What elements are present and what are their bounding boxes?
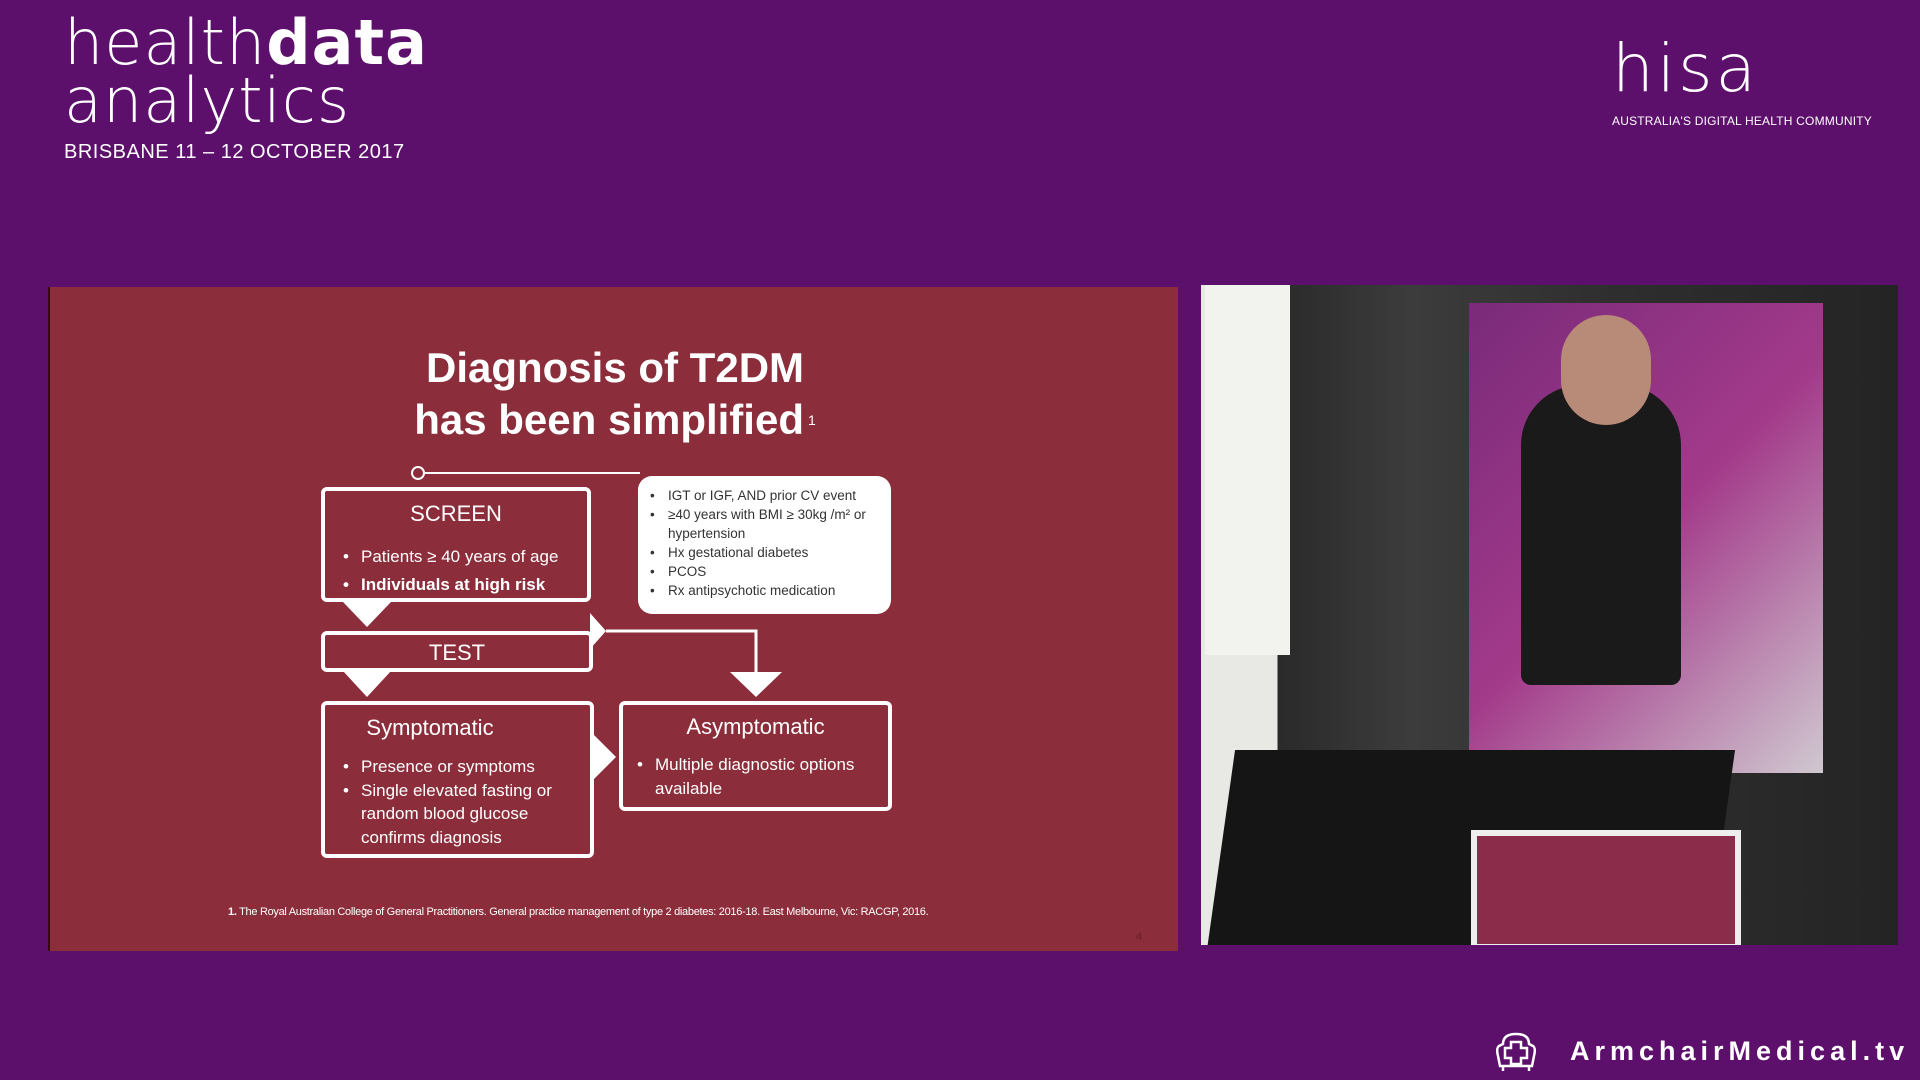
risk-factors-box: IGT or IGF, AND prior CV event ≥40 years… (638, 476, 891, 614)
arrow-to-asymptomatic (730, 672, 782, 697)
title-line-2: has been simplified (414, 396, 804, 443)
slide-page-number: 4 (1136, 931, 1143, 943)
title-reference: 1 (807, 412, 816, 428)
arrow-test-right (590, 613, 606, 649)
armchair-cross-icon (1495, 1032, 1537, 1071)
risk-factor-item: Rx antipsychotic medication (650, 581, 879, 600)
speaker-video[interactable] (1201, 285, 1898, 945)
screen-item: Individuals at high risk (343, 571, 558, 599)
symptomatic-title: Symptomatic (366, 715, 494, 740)
lectern-sign (1471, 830, 1741, 945)
symptomatic-item: Single elevated fasting or random blood … (343, 779, 583, 850)
risk-factor-item: Hx gestational diabetes (650, 543, 879, 562)
speaker-head (1561, 315, 1651, 425)
hisa-logo: hisa (1612, 30, 1759, 107)
logo-text-analytics: analytics (64, 64, 351, 137)
projector-screen (1205, 285, 1290, 655)
screen-title: SCREEN (410, 501, 502, 526)
footnote-number: 1. (228, 906, 237, 918)
footnote: 1. The Royal Australian College of Gener… (228, 906, 929, 918)
risk-factor-item: IGT or IGF, AND prior CV event (650, 486, 879, 505)
footnote-text: The Royal Australian College of General … (239, 906, 929, 918)
test-box: TEST (321, 631, 593, 672)
flow-connectors (343, 466, 782, 779)
screen-item: Patients ≥ 40 years of age (343, 543, 558, 571)
asymptomatic-title: Asymptomatic (686, 714, 825, 739)
title-line-1: Diagnosis of T2DM (425, 344, 805, 391)
test-to-asymptomatic-line (606, 629, 758, 672)
test-title: TEST (428, 640, 486, 665)
risk-factor-item: ≥40 years with BMI ≥ 30kg /m² or hyperte… (650, 505, 879, 543)
logo-text-health: health (64, 6, 267, 79)
armchair-medical-brand: ArmchairMedical.tv (1570, 1036, 1910, 1066)
asymptomatic-box: Asymptomatic Multiple diagnostic options… (619, 701, 892, 811)
speaker (1521, 385, 1681, 685)
arrow-screen-to-test (343, 602, 391, 627)
risk-factor-item: PCOS (650, 562, 879, 581)
asymptomatic-item: Multiple diagnostic options available (637, 753, 877, 800)
connector-circle (411, 466, 425, 480)
hisa-tagline: AUSTRALIA'S DIGITAL HEALTH COMMUNITY (1612, 114, 1872, 128)
logo-text-data: data (266, 6, 428, 79)
symptomatic-box: Symptomatic Presence or symptoms Single … (321, 701, 594, 858)
arrow-test-to-symptomatic (343, 671, 391, 697)
symptomatic-item: Presence or symptoms (343, 755, 583, 779)
event-date: BRISBANE 11 – 12 OCTOBER 2017 (64, 141, 405, 163)
screen-box: SCREEN Patients ≥ 40 years of age Indivi… (321, 487, 591, 602)
arrow-symptomatic-to-asymptomatic (594, 735, 616, 779)
